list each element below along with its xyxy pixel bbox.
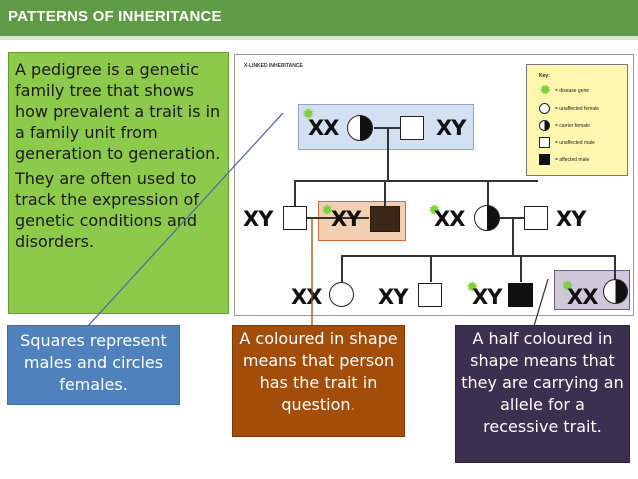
genotype-label: XY <box>556 207 586 231</box>
intro-paragraph-2: They are often used to track the express… <box>15 169 199 251</box>
key-text: = unaffected female <box>555 106 599 112</box>
disease-gene-icon: ✹ <box>539 82 552 99</box>
diagram-key: Key: ✹ = disease gene = unaffected femal… <box>526 64 628 176</box>
disease-gene-icon: ✹ <box>466 279 479 296</box>
key-row-unaffected-male: = unaffected male <box>537 137 627 149</box>
unaffected-male-icon <box>418 283 442 307</box>
genotype-label: XX <box>567 285 598 309</box>
genotype-label: XY <box>331 207 361 231</box>
unaffected-male-icon <box>524 206 548 230</box>
key-text: = carrier female <box>555 123 590 129</box>
caption-text: Squares represent males and circles fema… <box>20 331 167 394</box>
disease-gene-icon: ✹ <box>321 202 334 219</box>
genotype-label: XX <box>434 207 465 231</box>
gen2-sibling-line <box>294 180 538 182</box>
intro-paragraph-1: A pedigree is a genetic family tree that… <box>15 60 221 163</box>
caption-text: A half coloured in shape means that they… <box>461 329 624 436</box>
genotype-label: XY <box>378 285 408 309</box>
affected-male-icon <box>508 283 533 307</box>
unaffected-female-icon <box>329 282 354 307</box>
genotype-label: XX <box>308 116 339 140</box>
gen1-descent-line <box>387 128 389 181</box>
gen3-drop-line <box>341 255 343 282</box>
affected-male-icon <box>370 206 400 232</box>
gen3-descent-line <box>512 218 514 256</box>
key-text: = unaffected male <box>555 140 595 146</box>
genotype-label: XY <box>243 207 273 231</box>
disease-gene-icon: ✹ <box>561 278 574 295</box>
gen3-sibling-line <box>341 255 616 257</box>
gen2-drop-line <box>487 180 489 206</box>
pointer-line-purple <box>533 278 549 327</box>
unaffected-male-icon <box>400 116 424 140</box>
caption-half-coloured-shape: A half coloured in shape means that they… <box>455 325 630 463</box>
gen3-drop-line <box>430 255 432 282</box>
gen3-drop-line <box>614 255 616 280</box>
caption-squares-circles: Squares represent males and circles fema… <box>7 325 180 405</box>
key-text: = affected male <box>555 157 590 163</box>
diagram-label: X-LINKED INHERITANCE <box>244 63 303 69</box>
title-bar: PATTERNS OF INHERITANCE <box>0 0 638 36</box>
caption-text: A coloured in shape means that person ha… <box>239 329 398 414</box>
unaffected-male-icon <box>539 137 550 148</box>
affected-male-icon <box>539 154 550 165</box>
gen2-drop-line <box>384 180 386 206</box>
genotype-label: XY <box>436 116 466 140</box>
caption-coloured-shape: A coloured in shape means that person ha… <box>232 325 405 437</box>
genotype-label: XX <box>291 285 322 309</box>
key-row-disease-gene: ✹ = disease gene <box>537 82 627 99</box>
intro-text-box: A pedigree is a genetic family tree that… <box>8 52 229 314</box>
header-divider <box>0 36 638 40</box>
unaffected-female-icon <box>539 103 550 114</box>
carrier-female-icon <box>603 279 628 304</box>
caption-period: . <box>350 395 356 414</box>
key-row-carrier-female: = carrier female <box>537 120 627 132</box>
key-row-unaffected-female: = unaffected female <box>537 103 627 115</box>
genotype-label: XY <box>472 285 502 309</box>
gen3-drop-line <box>520 255 522 282</box>
carrier-female-icon <box>474 205 500 231</box>
gen2-marriage-line <box>307 217 369 219</box>
pointer-line-blue <box>87 112 284 327</box>
disease-gene-icon: ✹ <box>302 106 315 123</box>
disease-gene-icon: ✹ <box>428 202 441 219</box>
page-title: PATTERNS OF INHERITANCE <box>8 8 222 25</box>
key-row-affected-male: = affected male <box>537 154 627 166</box>
carrier-female-icon <box>347 115 373 141</box>
key-title: Key: <box>539 73 550 79</box>
carrier-female-icon <box>539 120 550 131</box>
gen2-drop-line <box>294 180 296 206</box>
key-text: = disease gene <box>555 88 590 94</box>
unaffected-male-icon <box>283 206 307 230</box>
